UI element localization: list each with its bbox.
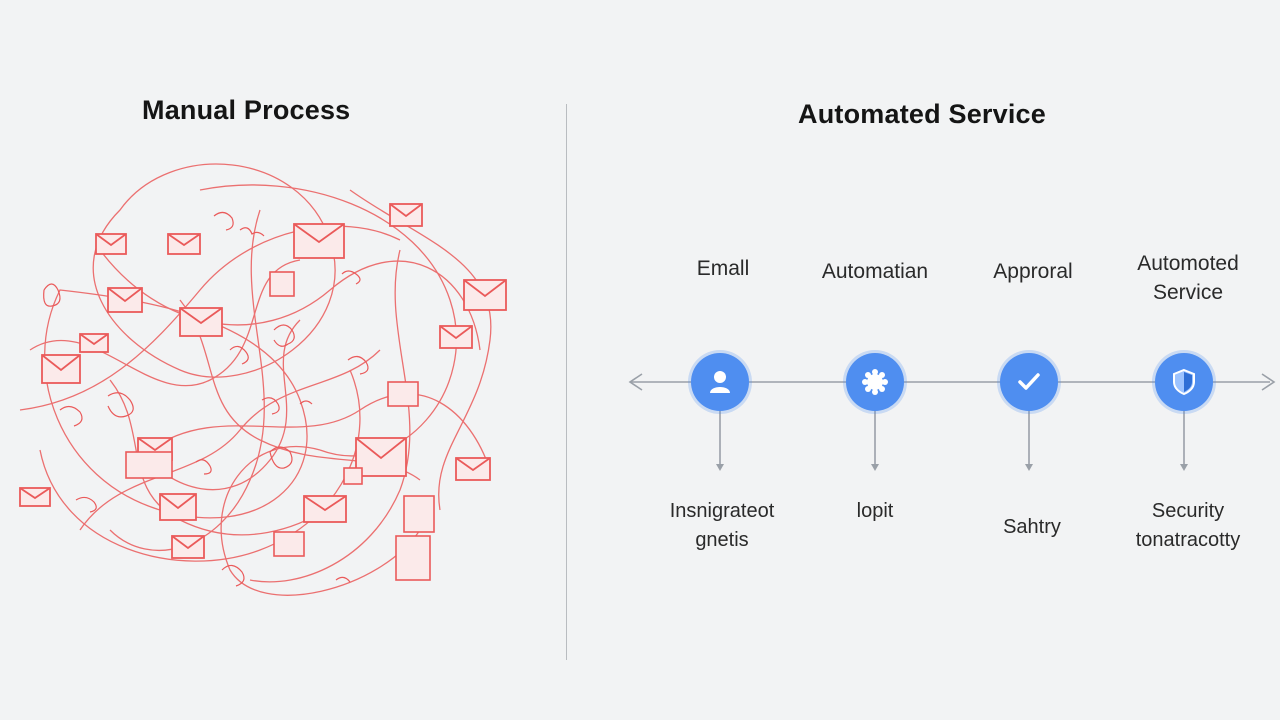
envelope-icon [107, 287, 143, 313]
envelope-icon [41, 354, 81, 384]
automation-step-node [846, 353, 904, 411]
envelope-icon [159, 493, 197, 521]
check-icon [1018, 373, 1040, 390]
down-arrowhead [1180, 464, 1188, 471]
document-icon [403, 495, 435, 533]
document-icons [125, 271, 435, 581]
sub-label-approval: Sahtry [1003, 516, 1061, 538]
envelope-icon [95, 233, 127, 255]
shield-icon [1173, 368, 1195, 396]
envelope-icon [463, 279, 507, 311]
envelope-icon [355, 437, 407, 477]
envelope-icons [19, 203, 507, 559]
manual-process-title: Manual Process [142, 95, 351, 125]
down-arrowhead [716, 464, 724, 471]
envelope-icon [293, 223, 345, 259]
step-label-automated-service: Automoted Service [1137, 252, 1239, 304]
left-arrowhead [628, 373, 643, 391]
document-icon [395, 535, 431, 581]
scribble-marks [43, 211, 369, 587]
envelope-icon [79, 333, 109, 353]
panel-divider [566, 104, 567, 660]
document-icon [387, 381, 419, 407]
sub-label-automated-service: Security tonatracotty [1135, 500, 1241, 551]
envelope-icon [389, 203, 423, 227]
envelope-icon [455, 457, 491, 481]
gear-icon [862, 369, 888, 395]
document-icon [343, 467, 363, 485]
manual-process-tangle [19, 163, 507, 596]
envelope-icon [167, 233, 201, 255]
step-label-approval: Approral [993, 260, 1073, 283]
envelope-icon [439, 325, 473, 349]
document-icon [273, 531, 305, 557]
automated-service-title: Automated Service [798, 99, 1046, 129]
envelope-icon [303, 495, 347, 523]
down-arrowhead [1025, 464, 1033, 471]
document-icon [125, 451, 173, 479]
step-label-email: Emall [696, 257, 750, 280]
right-arrowhead [1261, 373, 1276, 391]
down-arrowhead [871, 464, 879, 471]
approval-step-node [1000, 353, 1058, 411]
envelope-icon [19, 487, 51, 507]
step-label-automation: Automatian [821, 260, 929, 283]
email-step-node [691, 353, 749, 411]
envelope-icon [179, 307, 223, 337]
automated-service-step-node [1155, 353, 1213, 411]
user-icon [710, 371, 730, 393]
envelope-icon [171, 535, 205, 559]
document-icon [269, 271, 295, 297]
sub-label-automation: lopit [856, 500, 894, 522]
sub-label-email: Insnigrateot gnetis [669, 500, 775, 551]
